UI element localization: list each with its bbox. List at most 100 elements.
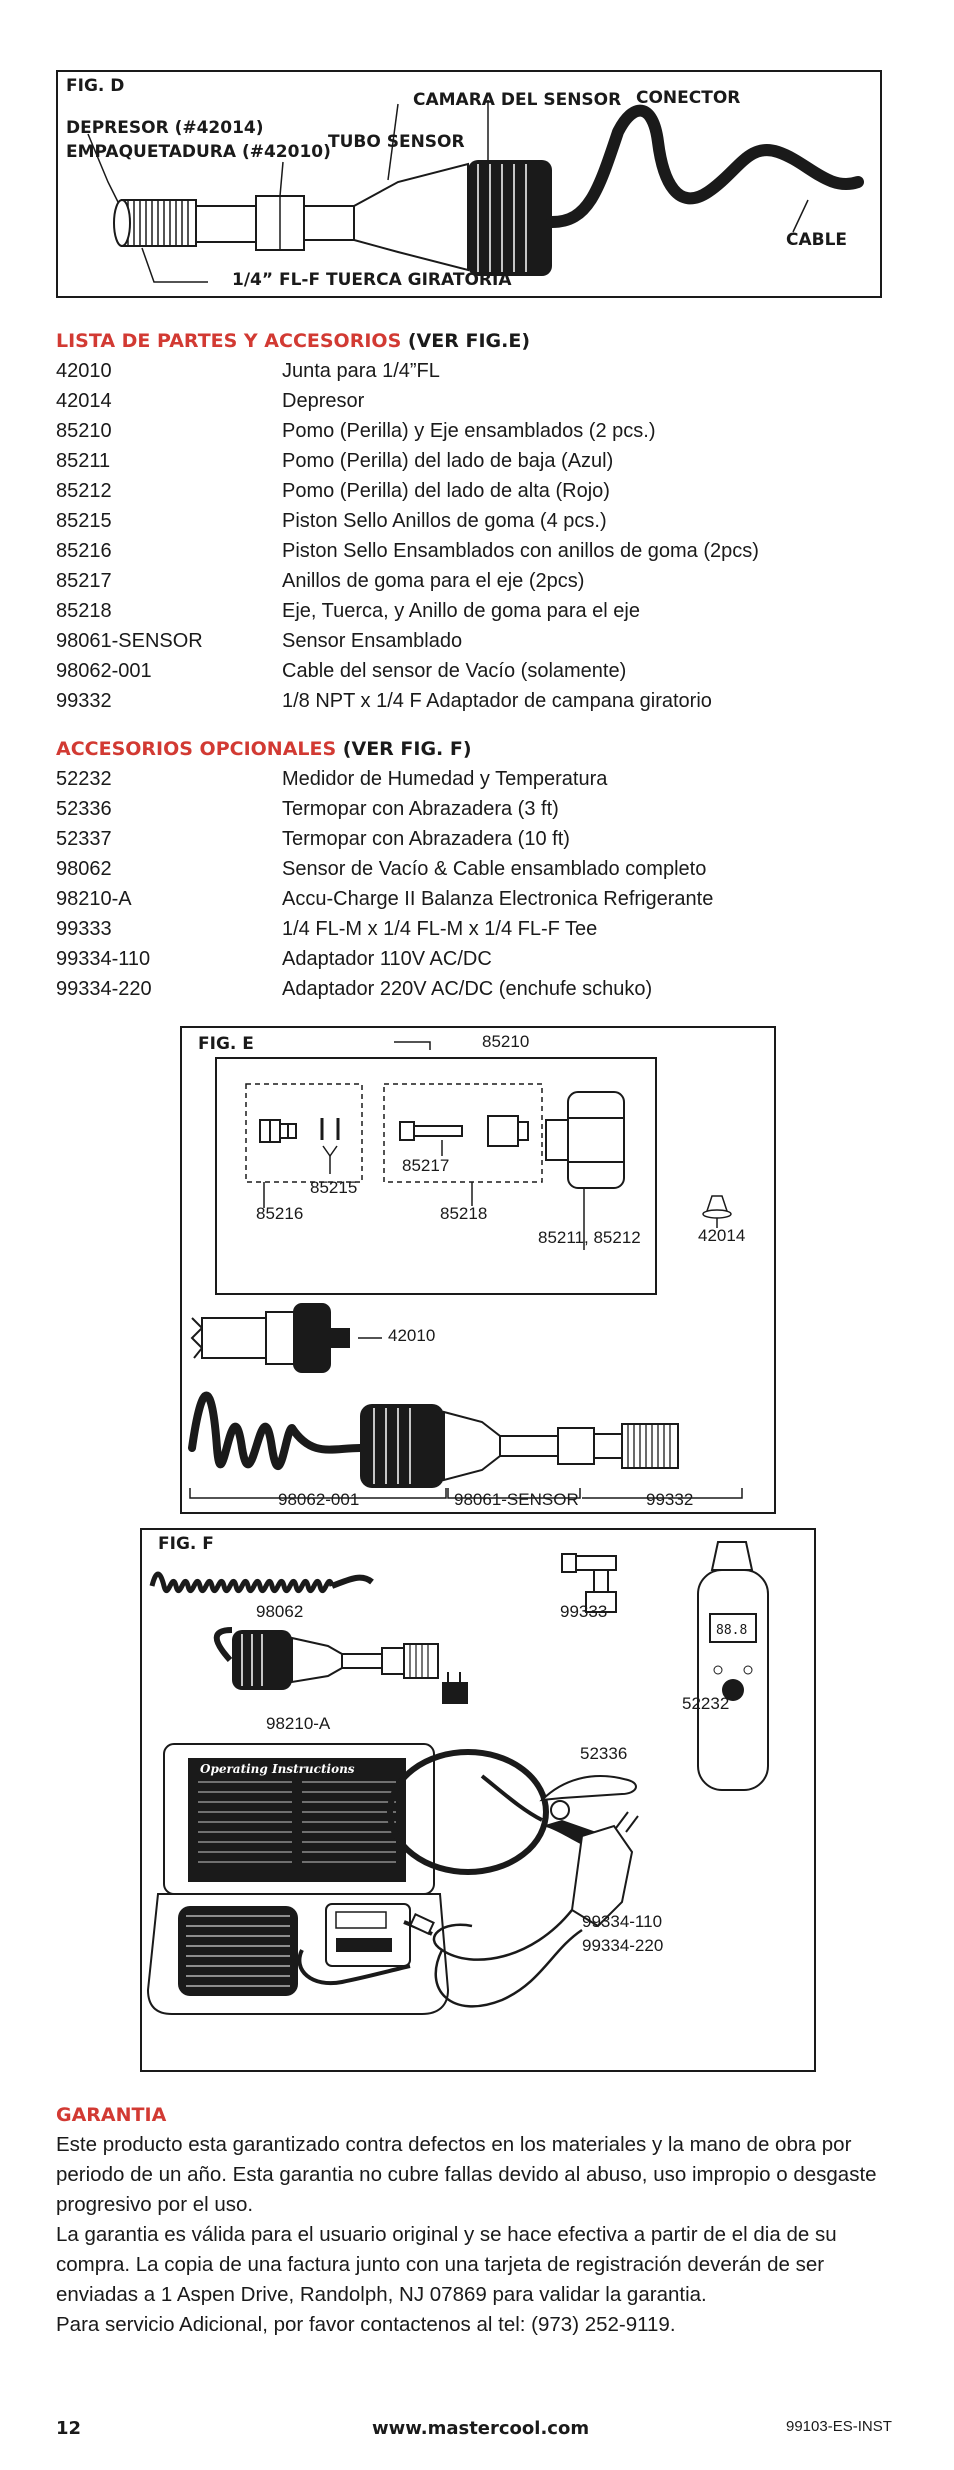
part-desc: Junta para 1/4”FL bbox=[282, 360, 440, 382]
piston-group bbox=[245, 1083, 363, 1183]
callout-empaquetadura: EMPAQUETADURA (#42010) bbox=[66, 142, 331, 162]
part-code: 85216 bbox=[56, 540, 112, 562]
part-desc: 1/4 FL-M x 1/4 FL-M x 1/4 FL-F Tee bbox=[282, 918, 598, 940]
fig-e-label: FIG. E bbox=[198, 1034, 254, 1054]
part-code: 98210-A bbox=[56, 888, 132, 910]
knurled-nut bbox=[113, 199, 197, 247]
optional-accessories: ACCESORIOS OPCIONALES (VER FIG. F) 52232… bbox=[56, 734, 916, 1004]
label-85210: 85210 bbox=[482, 1032, 530, 1051]
tee-99333 bbox=[561, 1553, 617, 1613]
label-85216: 85216 bbox=[256, 1204, 304, 1223]
part-code: 99332 bbox=[56, 690, 112, 712]
callout-camara: CAMARA DEL SENSOR bbox=[413, 90, 622, 110]
part-code: 99334-220 bbox=[56, 978, 152, 1000]
part-code: 85211 bbox=[56, 450, 111, 472]
label-98210-a: 98210-A bbox=[266, 1714, 331, 1733]
part-code: 42010 bbox=[56, 360, 112, 382]
label-99333: 99333 bbox=[560, 1602, 608, 1621]
parts-list: LISTA DE PARTES Y ACCESORIOS (VER FIG.E)… bbox=[56, 326, 916, 716]
gasket-42010 bbox=[330, 1328, 350, 1348]
part-desc: Termopar con Abrazadera (3 ft) bbox=[282, 798, 559, 820]
warranty-line: compra. La copia de una factura junto co… bbox=[56, 2253, 825, 2276]
sensor-tube bbox=[303, 205, 355, 241]
optional-row: 98062 Sensor de Vacío & Cable ensamblado … bbox=[56, 854, 916, 884]
label-42010: 42010 bbox=[388, 1326, 436, 1345]
label-99334-110: 99334-110 bbox=[582, 1912, 663, 1931]
warranty-title: GARANTIA bbox=[56, 2104, 167, 2126]
parts-row: 42014 Depresor bbox=[56, 386, 916, 416]
footer-url[interactable]: www.mastercool.com bbox=[372, 2418, 590, 2439]
fitting-body bbox=[195, 205, 257, 243]
part-desc: Termopar con Abrazadera (10 ft) bbox=[282, 828, 570, 850]
part-desc: Eje, Tuerca, y Anillo de goma para el ej… bbox=[282, 600, 640, 622]
fig-d-drawing bbox=[87, 100, 864, 283]
operating-instructions-title: Operating Instructions bbox=[200, 1762, 355, 1776]
parts-row: 98061-SENSOR Sensor Ensamblado bbox=[56, 626, 916, 656]
case-98210-a bbox=[146, 1743, 450, 2015]
part-code: 85218 bbox=[56, 600, 112, 622]
warranty-line: progresivo por el uso. bbox=[56, 2193, 254, 2216]
parts-inset bbox=[215, 1057, 657, 1295]
part-desc: 1/8 NPT x 1/4 F Adaptador de campana gir… bbox=[282, 690, 712, 712]
fig-d-label: FIG. D bbox=[66, 76, 125, 96]
part-code: 52232 bbox=[56, 768, 112, 790]
depressor-42014 bbox=[702, 1195, 732, 1228]
label-42014: 42014 bbox=[698, 1226, 746, 1245]
part-desc: Pomo (Perilla) y Eje ensamblados (2 pcs.… bbox=[282, 420, 656, 442]
svg-text:88.8: 88.8 bbox=[716, 1623, 747, 1638]
parts-row: 42010 Junta para 1/4”FL bbox=[56, 356, 916, 386]
part-desc: Adaptador 110V AC/DC bbox=[282, 948, 492, 970]
part-code: 99334-110 bbox=[56, 948, 151, 970]
parts-list-title: LISTA DE PARTES Y ACCESORIOS (VER FIG.E) bbox=[56, 326, 916, 356]
label-98062-001: 98062-001 bbox=[278, 1490, 360, 1509]
part-code: 98062 bbox=[56, 858, 112, 880]
callout-depresor: DEPRESOR (#42014) bbox=[66, 118, 264, 138]
part-code: 42014 bbox=[56, 390, 112, 412]
label-85211-85212: 85211, 85212 bbox=[538, 1228, 641, 1247]
cable-segment bbox=[288, 1425, 361, 1454]
optional-row: 99333 1/4 FL-M x 1/4 FL-M x 1/4 FL-F Tee bbox=[56, 914, 916, 944]
fig-e-box: FIG. E 85210 85217 85215 85216 85218 852… bbox=[180, 1026, 776, 1514]
fig-f-box: 88.8 bbox=[140, 1528, 816, 2072]
label-52336: 52336 bbox=[580, 1744, 628, 1763]
parts-list-title-ref: (VER FIG.E) bbox=[401, 330, 531, 352]
optional-title: ACCESORIOS OPCIONALES (VER FIG. F) bbox=[56, 734, 916, 764]
warranty-line: Para servicio Adicional, por favor conta… bbox=[56, 2313, 676, 2336]
part-desc: Sensor Ensamblado bbox=[282, 630, 463, 652]
part-desc: Piston Sello Anillos de goma (4 pcs.) bbox=[282, 510, 607, 532]
callout-cable: CABLE bbox=[786, 230, 848, 250]
part-code: 85217 bbox=[56, 570, 112, 592]
part-desc: Depresor bbox=[282, 390, 365, 412]
parts-list-title-red: LISTA DE PARTES Y ACCESORIOS bbox=[56, 330, 402, 352]
connector bbox=[468, 160, 552, 276]
meter-52232: 88.8 bbox=[697, 1541, 769, 1791]
fig-f-label: FIG. F bbox=[158, 1534, 214, 1554]
part-desc: Sensor de Vacío & Cable ensamblado compl… bbox=[282, 858, 707, 880]
fig-d-box: FIG. D DEPRESOR (#42014) EMPAQUETADURA (… bbox=[56, 70, 882, 298]
fig-f-drawing: 88.8 bbox=[146, 1541, 769, 2015]
part-code: 98062-001 bbox=[56, 660, 152, 682]
sensor-connector bbox=[360, 1404, 444, 1488]
warranty-line: La garantia es válida para el usuario or… bbox=[56, 2223, 837, 2246]
warranty-line: periodo de un año. Esta garantia no cubr… bbox=[56, 2163, 877, 2186]
part-code: 85210 bbox=[56, 420, 112, 442]
warranty-line: Este producto esta garantizado contra de… bbox=[56, 2133, 852, 2156]
cable bbox=[546, 104, 864, 228]
shaft-group bbox=[383, 1083, 543, 1183]
parts-row: 85210 Pomo (Perilla) y Eje ensamblados (2… bbox=[56, 416, 916, 446]
optional-title-ref: (VER FIG. F) bbox=[336, 738, 472, 760]
adapter-99334 bbox=[403, 1811, 639, 2008]
page-number: 12 bbox=[56, 2418, 82, 2439]
part-code: 98061-SENSOR bbox=[56, 630, 203, 652]
part-code: 99333 bbox=[56, 918, 112, 940]
sensor-chamber-e bbox=[443, 1410, 501, 1482]
coil-98062 bbox=[149, 1571, 335, 1594]
doc-id: 99103-ES-INST bbox=[786, 2418, 892, 2435]
